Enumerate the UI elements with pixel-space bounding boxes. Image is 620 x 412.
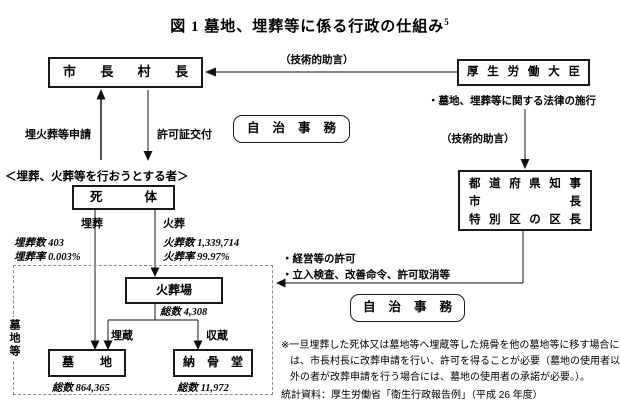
governor-line3: 特別区の区長 (469, 214, 581, 226)
arrow-technical-advice-top (205, 67, 457, 77)
governor-line1: 都道府県知事 (469, 178, 581, 190)
burial-count-stat: 埋葬数 403 (14, 238, 64, 249)
technical-advice-right-label: （技術的助言） (441, 133, 515, 145)
permit-issuance-label: 許可証交付 (157, 129, 212, 141)
autonomy-affairs-top-box: 自治事務 (233, 115, 350, 143)
inspection-orders-label: ・立入検査、改善命令、許可取消等 (282, 269, 450, 281)
cremation-count-stat: 火葬数 1,339,714 (163, 238, 240, 249)
autonomy-affairs-bottom-box: 自治事務 (350, 294, 465, 322)
mayor-box: 市長村長 (48, 57, 203, 88)
interment-label: 埋蔵 (111, 330, 133, 342)
governor-line2: 市長 (469, 196, 581, 208)
page-title: 図 1 墓地、埋葬等に係る行政の仕組み5 (0, 15, 620, 36)
remark-line2: は、市長村長に改葬申請を行い、許可を得ることが必要（墓地の使用者以 (290, 356, 620, 367)
law-enforcement-label: ・墓地、埋葬等に関する法律の施行 (428, 95, 596, 107)
arrow-cremation-to-crematorium (150, 210, 160, 277)
crematorium-box: 火葬場 (125, 277, 223, 304)
cremation-application-label: 埋火葬等申請 (25, 129, 91, 141)
cremation-label: 火葬 (163, 218, 185, 230)
remark-line1: ※一旦埋葬した死体又は墓地等へ埋蔵等した焼骨を他の墓地等に移す場合に (281, 340, 620, 351)
title-text: 図 1 墓地、埋葬等に係る行政の仕組み (170, 19, 445, 35)
burial-rate-stat: 埋葬率 0.003% (14, 252, 81, 263)
cemetery-total-stat: 総数 864,365 (52, 383, 110, 394)
cemetery-region-label: 墓地等 (7, 317, 21, 360)
arrow-burial-to-cemetery (90, 210, 100, 350)
remark-line3: 外の者が改葬申請を行う場合には、墓地の使用者の承諾が必要。）。 (290, 372, 590, 383)
arrow-application-up (96, 89, 106, 160)
burial-label: 埋葬 (81, 218, 103, 230)
title-footnote-marker: 5 (444, 17, 450, 27)
governor-box: 都道府県知事 市長 特別区の区長 (458, 170, 592, 231)
source-note: 統計資料：厚生労働省「衛生行政報告例」（平成 26 年度） (281, 390, 543, 401)
minister-box: 厚生労働大臣 (457, 59, 590, 86)
arrow-technical-advice-right (520, 109, 530, 169)
arrow-governor-supervision (276, 231, 524, 288)
management-permission-label: ・経営等の許可 (282, 253, 356, 265)
crematorium-total-stat: 総数 4,308 (160, 307, 208, 318)
storage-label: 収蔵 (206, 330, 228, 342)
cemetery-box: 墓地 (48, 349, 126, 377)
charnel-house-box: 納骨堂 (173, 349, 253, 377)
charnel-total-stat: 総数 11,972 (177, 383, 229, 394)
arrow-permit-down (143, 90, 153, 161)
cremation-rate-stat: 火葬率 99.97% (163, 252, 230, 263)
corpse-box: 死体 (72, 185, 175, 210)
technical-advice-top-label: （技術的助言） (280, 54, 354, 66)
person-heading: ＜埋葬、火葬等を行おうとする者＞ (5, 171, 189, 183)
arrows-crematorium-split (103, 304, 203, 350)
